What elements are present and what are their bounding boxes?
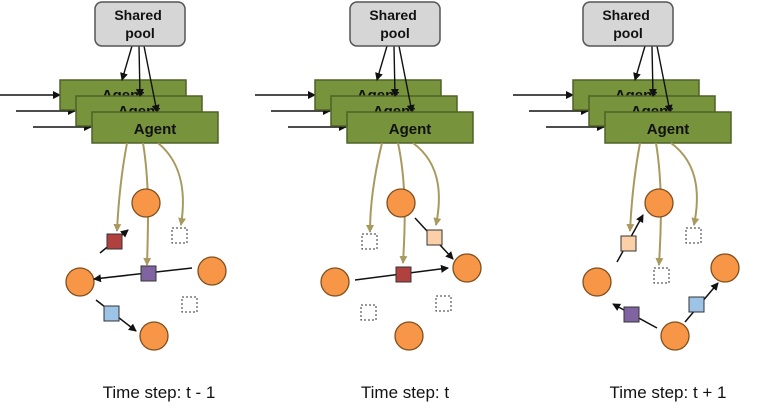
agent-label: Agent: [647, 121, 690, 138]
message-square: [103, 305, 120, 322]
panel-t-minus-1: Agent Agent Agent Shared pool: [0, 1, 227, 402]
empty-message-slot: [435, 295, 452, 312]
agent-box-front: Agent: [91, 111, 219, 144]
pool-agent-arrow: [375, 38, 393, 81]
empty-message-slot: [685, 227, 702, 244]
shared-pool-box: Shared pool: [94, 1, 186, 47]
pool-agent-arrow: [120, 38, 138, 81]
node: [197, 256, 227, 286]
shared-pool-box: Shared pool: [349, 1, 441, 47]
empty-message-slot: [653, 267, 670, 284]
node: [582, 267, 612, 297]
shared-pool-line-2: pool: [380, 25, 410, 41]
pool-agent-arrow: [134, 38, 144, 97]
shared-pool-line-1: Shared: [114, 7, 161, 23]
pool-agent-arrow: [389, 38, 399, 97]
agent-output-curve: [626, 142, 641, 232]
shared-pool-line-1: Shared: [602, 7, 649, 23]
agent-box-front: Agent: [346, 111, 474, 144]
agent-label: Agent: [134, 121, 177, 138]
pool-agent-arrow: [138, 38, 160, 113]
agent-output-curve: [113, 142, 128, 232]
empty-message-slot: [181, 296, 198, 313]
node: [644, 188, 674, 218]
node: [131, 188, 161, 218]
message-square: [106, 233, 123, 250]
node: [660, 321, 690, 351]
pool-agent-arrow: [393, 38, 415, 113]
shared-pool-label: Shared pool: [369, 7, 420, 41]
time-step-caption: Time step: t - 1: [103, 383, 216, 402]
time-step-caption: Time step: t + 1: [610, 383, 727, 402]
shared-pool-line-2: pool: [613, 25, 643, 41]
shared-pool-line-2: pool: [125, 25, 155, 41]
agent-output-curve: [412, 142, 442, 226]
message-square: [426, 229, 443, 246]
panel-t-plus-1: Agent Agent Agent Shared pool: [513, 1, 740, 402]
agent-label: Agent: [389, 121, 432, 138]
node: [320, 267, 350, 297]
node: [65, 267, 95, 297]
pool-agent-arrow: [651, 38, 673, 113]
node: [139, 321, 169, 351]
message-square: [140, 265, 157, 282]
time-step-caption: Time step: t: [361, 383, 449, 402]
shared-pool-line-1: Shared: [369, 7, 416, 23]
shared-pool-box: Shared pool: [582, 1, 674, 47]
pool-agent-arrow: [647, 38, 657, 97]
pool-agent-arrow: [633, 38, 651, 81]
empty-message-slot: [171, 227, 188, 244]
node: [452, 253, 482, 283]
message-square: [395, 266, 412, 283]
node: [386, 188, 416, 218]
empty-message-slot: [361, 233, 378, 250]
message-square: [688, 296, 705, 313]
message-square: [620, 235, 637, 252]
agent-box-front: Agent: [604, 111, 732, 144]
node: [710, 253, 740, 283]
agent-output-curve: [157, 142, 187, 226]
message-square: [623, 306, 640, 323]
node: [394, 321, 424, 351]
shared-pool-label: Shared pool: [114, 7, 165, 41]
agent-output-curve: [670, 142, 700, 226]
empty-message-slot: [360, 304, 377, 321]
panel-t: Agent Agent Agent Shared pool: [255, 1, 482, 402]
agent-output-curve: [366, 142, 383, 233]
shared-pool-label: Shared pool: [602, 7, 653, 41]
